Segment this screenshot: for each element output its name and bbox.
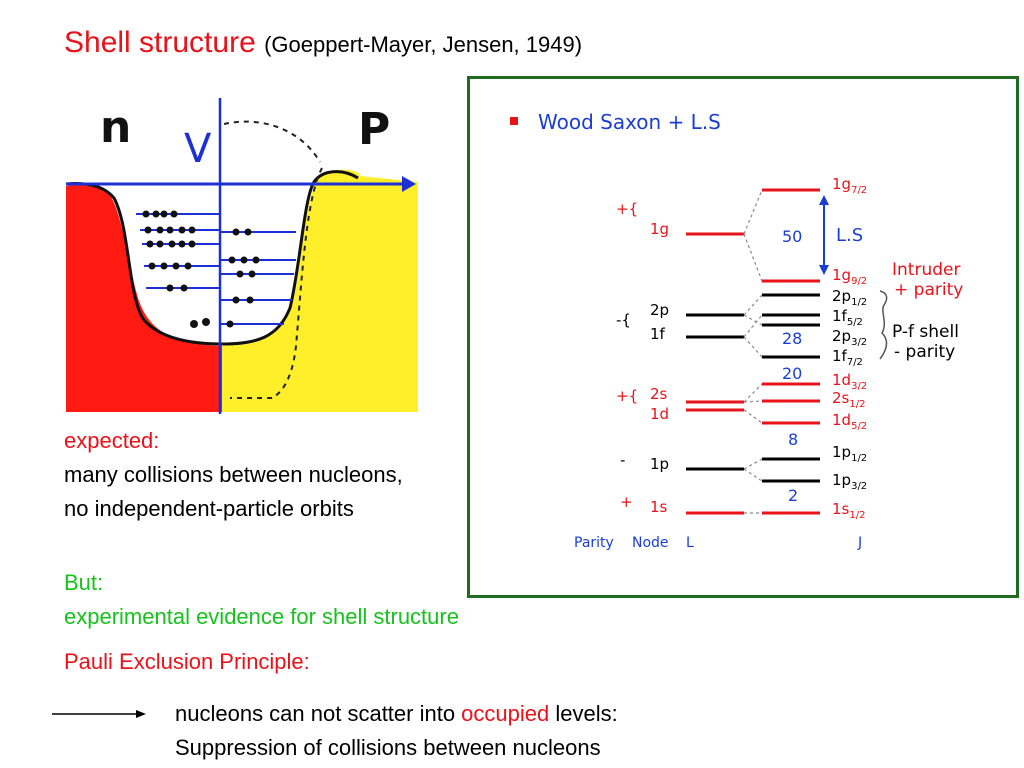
magic-28: 28 xyxy=(782,329,802,348)
pf-shell-line1: P-f shell xyxy=(892,322,959,342)
right-label-1d3: 1d3/2 xyxy=(832,371,867,392)
magic-2: 2 xyxy=(788,486,798,505)
title-subtitle: (Goeppert-Mayer, Jensen, 1949) xyxy=(264,32,583,57)
left-label-1f: 1f xyxy=(650,325,666,343)
left-parity-1g: +{ xyxy=(616,200,638,218)
v-label: V xyxy=(184,126,212,172)
left-label-1s: 1s xyxy=(650,498,668,516)
shell-level-diagram: Wood Saxon + L.S +{ 1g -{ 2p 1f +{ 2s 1d… xyxy=(510,110,963,551)
but-line: experimental evidence for shell structur… xyxy=(64,604,459,629)
pauli-line1-pre: nucleons can not scatter into xyxy=(175,701,462,726)
potential-well-sketch: n V P xyxy=(65,98,418,414)
footer-node: Node xyxy=(632,535,669,551)
right-label-1s1: 1s1/2 xyxy=(832,500,865,521)
pauli-line1-post: levels: xyxy=(549,701,618,726)
right-label-1f5: 1f5/2 xyxy=(832,307,863,328)
pauli-line1-highlight: occupied xyxy=(461,701,550,726)
expected-line2: no independent-particle orbits xyxy=(64,496,354,521)
expected-line1: many collisions between nucleons, xyxy=(64,462,403,487)
right-label-1p3: 1p3/2 xyxy=(832,471,867,492)
footer-parity: Parity xyxy=(574,535,614,551)
expected-heading: expected: xyxy=(64,428,160,453)
magic-20: 20 xyxy=(782,364,802,383)
pf-shell-line2: - parity xyxy=(894,342,955,362)
right-label-1g9: 1g9/2 xyxy=(832,266,867,287)
right-label-2p3: 2p3/2 xyxy=(832,327,867,348)
footer-l: L xyxy=(686,535,694,551)
n-label: n xyxy=(100,102,131,153)
ls-label: L.S xyxy=(836,225,863,246)
left-parity-2s: +{ xyxy=(616,387,638,405)
intruder-line2: + parity xyxy=(894,280,963,300)
slide-title: Shell structure (Goeppert-Mayer, Jensen,… xyxy=(64,26,582,60)
left-parity-1s: + xyxy=(620,493,633,511)
magic-8: 8 xyxy=(788,430,798,449)
magic-50: 50 xyxy=(782,227,802,246)
legend-label: Wood Saxon + L.S xyxy=(538,110,721,134)
but-block: But: experimental evidence for shell str… xyxy=(64,566,459,634)
left-label-1d: 1d xyxy=(650,405,669,423)
neutron-potential-fill xyxy=(66,184,222,412)
footer-j: J xyxy=(857,535,862,551)
title-main: Shell structure xyxy=(64,26,256,59)
expected-block: expected: many collisions between nucleo… xyxy=(64,424,403,526)
right-label-2s1: 2s1/2 xyxy=(832,389,865,410)
left-label-1p: 1p xyxy=(650,455,669,473)
pauli-consequence: nucleons can not scatter into occupied l… xyxy=(175,697,618,765)
right-label-1p1: 1p1/2 xyxy=(832,443,867,464)
pauli-heading: Pauli Exclusion Principle: xyxy=(64,649,310,674)
left-parity-1p: - xyxy=(620,451,625,469)
left-label-2s: 2s xyxy=(650,385,668,403)
legend-marker xyxy=(510,117,518,125)
p-label: P xyxy=(358,104,390,155)
arrow-icon xyxy=(52,710,146,718)
left-label-2p: 2p xyxy=(650,301,669,319)
pauli-line1: nucleons can not scatter into occupied l… xyxy=(175,697,618,731)
left-label-1g: 1g xyxy=(650,220,669,238)
right-label-1f7: 1f7/2 xyxy=(832,347,863,368)
right-label-2p1: 2p1/2 xyxy=(832,287,867,308)
right-label-1d5: 1d5/2 xyxy=(832,411,867,432)
but-heading: But: xyxy=(64,570,104,595)
right-label-1g7: 1g7/2 xyxy=(832,175,867,196)
proton-potential-fill xyxy=(222,169,418,412)
left-parity-2p: -{ xyxy=(616,311,631,329)
pauli-line2: Suppression of collisions between nucleo… xyxy=(175,735,601,760)
intruder-line1: Intruder xyxy=(892,260,960,280)
